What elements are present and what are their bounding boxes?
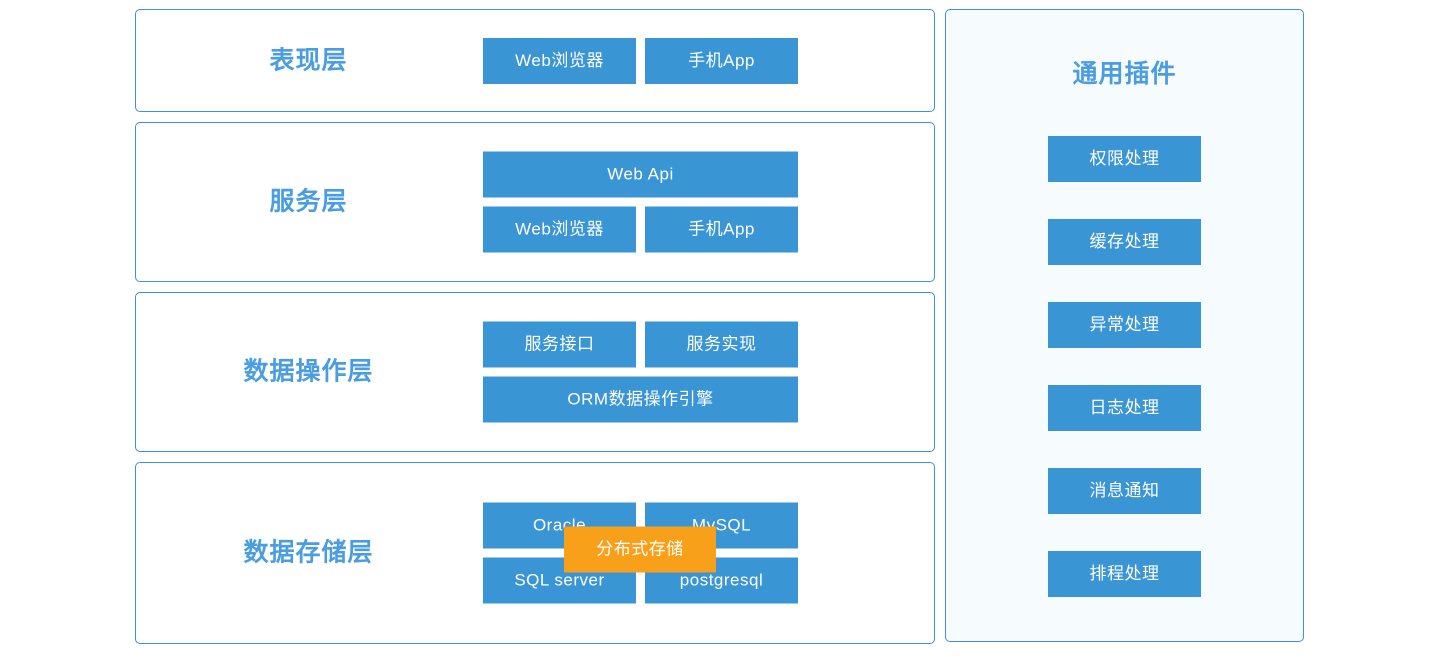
- component-box[interactable]: ORM数据操作引擎: [483, 376, 798, 423]
- plugin-item[interactable]: 日志处理: [1048, 385, 1201, 431]
- component-box[interactable]: 手机App: [645, 206, 798, 253]
- box-row: ORM数据操作引擎: [483, 376, 798, 423]
- layer-title: 服务层: [269, 187, 348, 216]
- box-row: Web浏览器 手机App: [483, 206, 798, 253]
- component-box[interactable]: Web浏览器: [483, 206, 636, 253]
- plugins-list: 权限处理 缓存处理 异常处理 日志处理 消息通知 排程处理: [946, 136, 1303, 597]
- box-row: Web浏览器 手机App: [483, 37, 798, 84]
- layer-panel-presentation: 表现层 Web浏览器 手机App: [135, 9, 935, 112]
- layer-title: 数据操作层: [243, 357, 374, 386]
- layer-boxes: 服务接口 服务实现 ORM数据操作引擎: [483, 321, 798, 423]
- layer-boxes: Web浏览器 手机App: [483, 37, 798, 84]
- layer-panel-data-operation: 数据操作层 服务接口 服务实现 ORM数据操作引擎: [135, 292, 935, 452]
- box-row: Web Api: [483, 151, 798, 198]
- layer-title: 表现层: [269, 46, 348, 74]
- component-box[interactable]: postgresql: [645, 557, 798, 604]
- layer-stack: 表现层 Web浏览器 手机App 服务层 Web Api Web浏览器 手机Ap…: [135, 9, 935, 654]
- plugin-item[interactable]: 缓存处理: [1048, 219, 1201, 265]
- component-box[interactable]: 手机App: [645, 37, 798, 84]
- component-box[interactable]: 服务实现: [645, 321, 798, 368]
- layer-panel-data-storage: 数据存储层 Oracle MySQL SQL server postgresql…: [135, 462, 935, 644]
- plugins-panel-title: 通用插件: [1072, 60, 1177, 88]
- layer-boxes: Oracle MySQL SQL server postgresql 分布式存储: [483, 502, 798, 604]
- component-box[interactable]: Web Api: [483, 151, 798, 198]
- box-row: 服务接口 服务实现: [483, 321, 798, 368]
- component-box[interactable]: 服务接口: [483, 321, 636, 368]
- plugin-item[interactable]: 消息通知: [1048, 468, 1201, 514]
- component-box[interactable]: Web浏览器: [483, 37, 636, 84]
- plugin-item[interactable]: 权限处理: [1048, 136, 1201, 182]
- layer-boxes: Web Api Web浏览器 手机App: [483, 151, 798, 253]
- component-box[interactable]: SQL server: [483, 557, 636, 604]
- layer-title: 数据存储层: [243, 538, 374, 567]
- plugins-panel: 通用插件 权限处理 缓存处理 异常处理 日志处理 消息通知 排程处理: [945, 9, 1304, 642]
- distributed-storage-highlight-box[interactable]: 分布式存储: [564, 526, 716, 573]
- plugin-item[interactable]: 异常处理: [1048, 302, 1201, 348]
- box-row: SQL server postgresql: [483, 557, 798, 604]
- layer-panel-service: 服务层 Web Api Web浏览器 手机App: [135, 122, 935, 282]
- plugin-item[interactable]: 排程处理: [1048, 551, 1201, 597]
